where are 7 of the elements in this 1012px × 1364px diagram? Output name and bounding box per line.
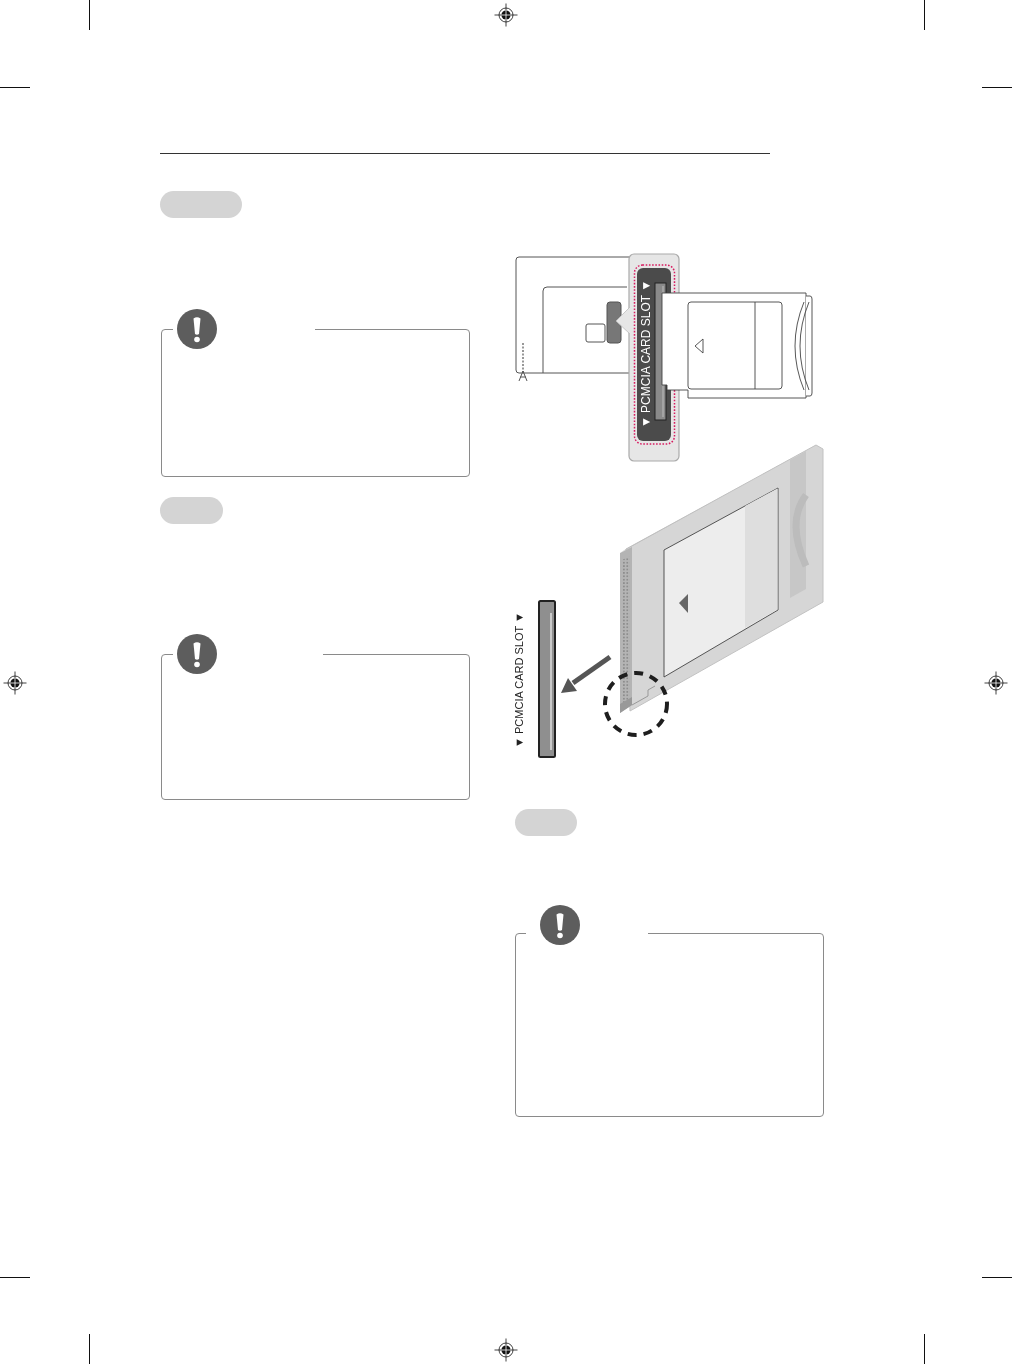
slot-label: ▼ PCMCIA CARD SLOT ▼ [513, 612, 525, 748]
heading-pill [160, 497, 223, 524]
note-box [161, 634, 470, 800]
heading-pill [515, 809, 577, 836]
slot-label: ▼ PCMCIA CARD SLOT ▼ [640, 279, 652, 429]
note-box [161, 309, 470, 477]
heading-pill [160, 191, 242, 218]
